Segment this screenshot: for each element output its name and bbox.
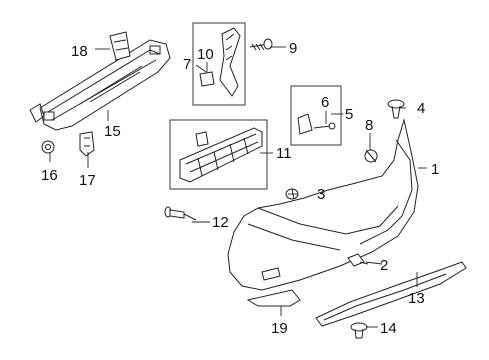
part-6-retainer [297,113,336,135]
callout-3: 3 [317,186,325,203]
callout-10: 10 [197,46,214,63]
callout-9: 9 [289,40,297,57]
leader-lines [49,46,427,328]
part-7-group-box [192,22,246,106]
part-12-screw [164,206,197,221]
bumper-reinforcement-beam [29,39,171,131]
callout-labels: 1 2 3 4 5 6 7 8 9 10 11 12 13 14 15 16 1… [41,40,439,337]
part-16-nut [41,140,55,154]
part-8-bolt [364,149,378,163]
callout-19: 19 [271,320,288,337]
part-19-reflector [246,289,301,307]
callout-2: 2 [380,257,388,274]
part-13-valance [315,261,467,327]
callout-15: 15 [104,123,121,140]
part-11-energy-absorber [179,127,263,183]
part-1-bumper-cover [227,118,419,291]
callout-13: 13 [408,290,425,307]
part-18-bracket [109,31,131,61]
callout-18: 18 [71,43,88,60]
part-2-clip [347,253,369,267]
part-4-push-pin [387,99,405,119]
callout-17: 17 [79,172,96,189]
callout-5: 5 [345,106,353,123]
callout-8: 8 [365,117,373,134]
part-11-group-box [169,119,268,190]
callout-6: 6 [321,94,329,111]
callout-12: 12 [212,214,229,231]
part-5-group-box [290,85,342,146]
callout-14: 14 [380,320,397,337]
part-9-screw [249,38,273,51]
callout-11: 11 [276,145,292,162]
callout-16: 16 [41,167,58,184]
part-17-clip [79,131,95,157]
callout-7: 7 [183,56,191,73]
part-10-bracket [199,27,241,97]
part-14-push-pin [350,322,368,339]
callout-1: 1 [431,161,439,178]
callout-4: 4 [417,100,425,117]
